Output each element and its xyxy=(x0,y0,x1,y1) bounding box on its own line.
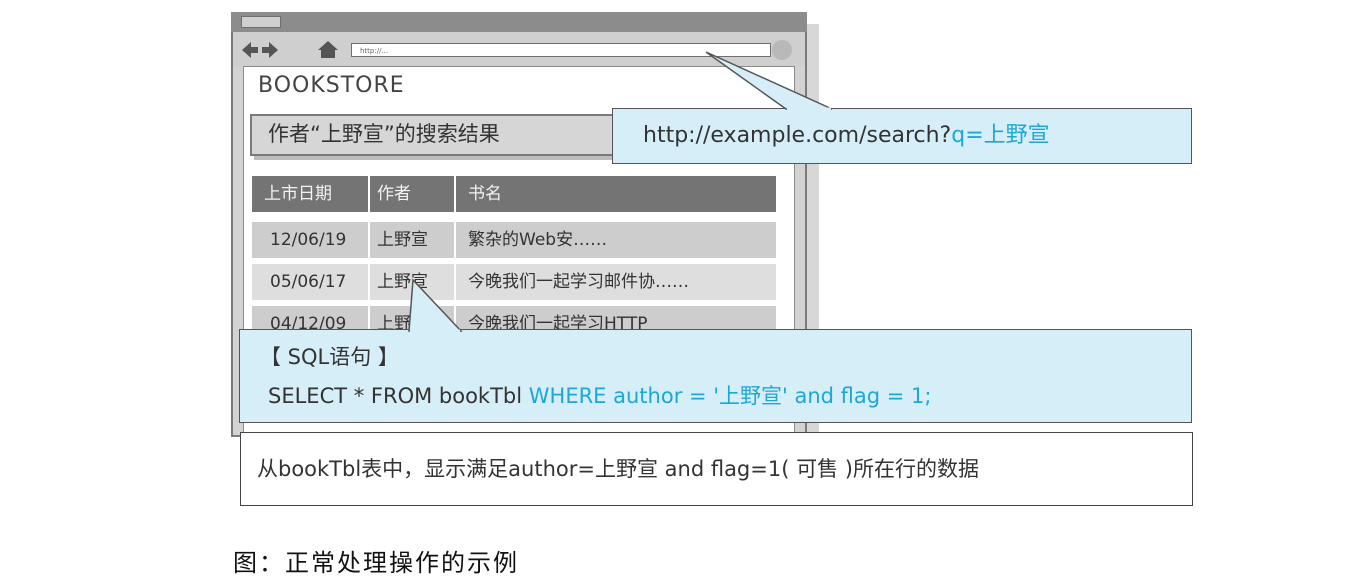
table-header-date: 上市日期 xyxy=(252,176,370,212)
sql-callout xyxy=(239,329,1192,423)
nav-icons xyxy=(242,41,338,58)
table-header-author: 作者 xyxy=(370,176,456,212)
url-callout-pointer xyxy=(705,51,833,111)
sql-where-part: WHERE author = '上野宣' and flag = 1; xyxy=(528,384,932,408)
home-icon[interactable] xyxy=(318,41,338,58)
result-heading: 作者“上野宣”的搜索结果 xyxy=(268,122,500,146)
url-bar[interactable]: http://... xyxy=(351,43,771,57)
explanation-box: 从bookTbl表中，显示满足author=上野宣 and flag=1( 可售… xyxy=(240,432,1193,506)
table-cell-title[interactable]: 今晚我们一起学习邮件协…… xyxy=(456,264,776,300)
sql-callout-pointer xyxy=(408,278,463,333)
table-cell-title[interactable]: 繁杂的Web安…… xyxy=(456,222,776,258)
sql-statement: SELECT * FROM bookTbl WHERE author = '上野… xyxy=(268,380,932,410)
reload-icon[interactable] xyxy=(772,40,792,60)
site-brand: BOOKSTORE xyxy=(258,73,405,98)
table-cell-date: 05/06/17 xyxy=(252,264,370,300)
table-cell-author: 上野宣 xyxy=(370,222,456,258)
table-cell-date: 12/06/19 xyxy=(252,222,370,258)
result-heading-box xyxy=(250,114,620,156)
sql-title: 【 SQL语句 】 xyxy=(260,345,399,369)
window-tab xyxy=(241,16,281,28)
back-arrow-icon[interactable] xyxy=(242,42,258,58)
table-header-title: 书名 xyxy=(456,176,776,212)
url-callout: http://example.com/search?q=上野宣 xyxy=(612,108,1192,164)
window-titlebar xyxy=(231,12,807,32)
url-callout-prefix: http://example.com/search? xyxy=(643,123,952,148)
forward-arrow-icon[interactable] xyxy=(262,42,278,58)
url-callout-param: q=上野宣 xyxy=(951,123,1050,148)
figure-caption: 图：正常处理操作的示例 xyxy=(233,549,519,577)
sql-select-part: SELECT * FROM bookTbl xyxy=(268,384,529,408)
